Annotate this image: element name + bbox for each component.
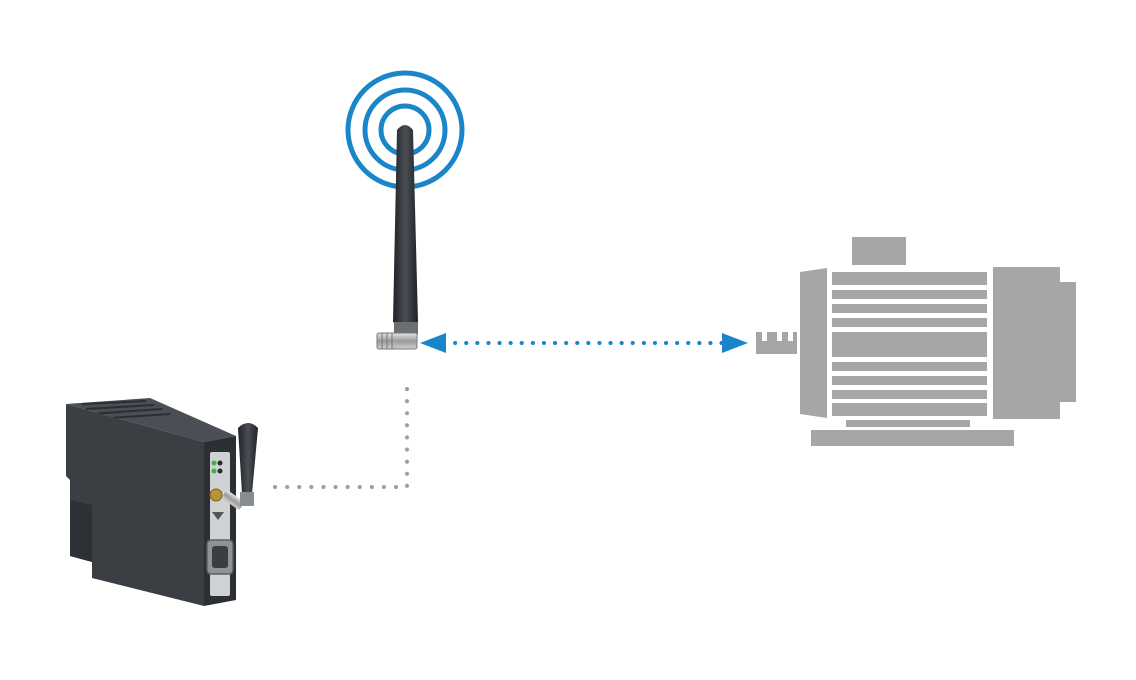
arrowhead-right-icon — [722, 333, 748, 353]
arrowhead-left-icon — [420, 333, 446, 353]
antenna-icon — [376, 125, 418, 350]
cable-connection — [273, 381, 409, 489]
motor-icon — [756, 237, 1076, 446]
wireless-link-arrow — [420, 333, 748, 353]
gateway-device-icon — [66, 398, 258, 606]
